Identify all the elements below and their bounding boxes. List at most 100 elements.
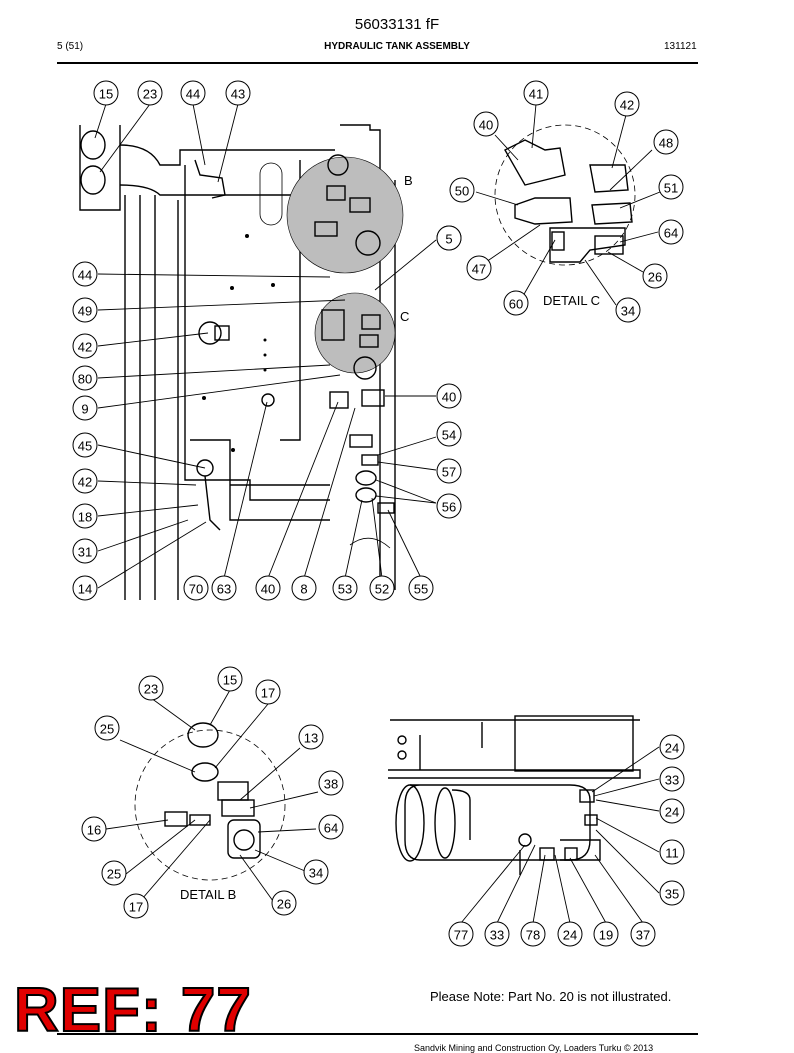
callout-number: 11 xyxy=(665,846,679,861)
callout-number: 35 xyxy=(665,887,679,902)
page-title: HYDRAULIC TANK ASSEMBLY xyxy=(324,41,470,52)
callout-number: 31 xyxy=(78,545,92,560)
callout-bubble xyxy=(123,893,149,919)
callout-bubble xyxy=(72,395,98,421)
callout-bubble xyxy=(466,255,492,281)
callout-number: 37 xyxy=(636,928,650,943)
callout-bubble xyxy=(436,421,462,447)
callout-number: 77 xyxy=(454,928,468,943)
note-text: Please Note: Part No. 20 is not illustra… xyxy=(430,989,672,1004)
callout-bubble xyxy=(225,80,251,106)
callout-bubble xyxy=(658,174,684,200)
callout-bubble xyxy=(484,921,510,947)
callout-number: 24 xyxy=(665,805,679,820)
callout-number: 25 xyxy=(107,867,121,882)
callout-number: 19 xyxy=(599,928,613,943)
callout-number: 34 xyxy=(309,866,323,881)
callout-bubble xyxy=(436,383,462,409)
callout-bubble xyxy=(72,365,98,391)
callout-number: 15 xyxy=(223,673,237,688)
callout-bubble xyxy=(318,814,344,840)
callout-bubble xyxy=(473,111,499,137)
callout-number: 48 xyxy=(659,136,673,151)
callout-number: 52 xyxy=(375,582,389,597)
callout-bubble xyxy=(255,679,281,705)
callout-bubble xyxy=(615,297,641,323)
lower-right-leaders xyxy=(460,746,660,924)
callout-bubble xyxy=(520,921,546,947)
detail-c-marker: C xyxy=(400,309,409,324)
callout-number: 9 xyxy=(81,402,88,417)
callout-number: 43 xyxy=(231,87,245,102)
callout-number: 5 xyxy=(445,232,452,247)
callout-number: 34 xyxy=(621,304,635,319)
callout-bubble xyxy=(211,575,237,601)
callout-number: 56 xyxy=(442,500,456,515)
callout-bubble xyxy=(72,261,98,287)
callout-number: 42 xyxy=(78,340,92,355)
callout-bubble xyxy=(659,766,685,792)
callout-number: 78 xyxy=(526,928,540,943)
callout-bubble xyxy=(332,575,358,601)
main-assembly-drawing xyxy=(79,124,404,600)
callout-bubble xyxy=(659,734,685,760)
detail-c-leaders xyxy=(475,103,661,306)
callout-bubble xyxy=(659,798,685,824)
callout-bubble xyxy=(271,890,297,916)
main-leaders xyxy=(94,103,437,589)
callout-bubble xyxy=(72,503,98,529)
lower-assembly-drawing xyxy=(388,715,641,875)
callout-number: 63 xyxy=(217,582,231,597)
callout-bubble xyxy=(448,921,474,947)
callout-bubble xyxy=(658,219,684,245)
callout-number: 18 xyxy=(78,510,92,525)
callout-number: 60 xyxy=(509,297,523,312)
callout-bubble xyxy=(659,880,685,906)
callout-bubble xyxy=(81,816,107,842)
document-code: 56033131 fF xyxy=(354,16,440,33)
callout-number: 51 xyxy=(664,181,678,196)
callout-number: 41 xyxy=(529,87,543,102)
detail-b-marker: B xyxy=(404,173,413,188)
callout-bubble xyxy=(408,575,434,601)
callout-number: 54 xyxy=(442,428,456,443)
callout-number: 8 xyxy=(300,582,307,597)
callout-number: 17 xyxy=(129,900,143,915)
callout-number: 16 xyxy=(87,823,101,838)
detail-c-drawing xyxy=(494,124,636,266)
callout-number: 26 xyxy=(277,897,291,912)
callout-bubble xyxy=(101,860,127,886)
callout-number: 40 xyxy=(479,118,493,133)
footer-text: Sandvik Mining and Construction Oy, Load… xyxy=(414,1043,654,1053)
callout-number: 23 xyxy=(143,87,157,102)
callout-number: 42 xyxy=(78,475,92,490)
callout-bubble xyxy=(630,921,656,947)
callout-number: 40 xyxy=(261,582,275,597)
callout-bubble xyxy=(642,263,668,289)
callout-bubble xyxy=(72,575,98,601)
callout-bubble xyxy=(318,770,344,796)
callout-bubble xyxy=(72,468,98,494)
callout-bubble xyxy=(180,80,206,106)
callout-number: 24 xyxy=(563,928,577,943)
callout-number: 14 xyxy=(78,582,92,597)
callout-number: 80 xyxy=(78,372,92,387)
callout-bubble xyxy=(436,458,462,484)
callout-bubble xyxy=(137,80,163,106)
callout-number: 24 xyxy=(665,741,679,756)
callout-bubble xyxy=(138,675,164,701)
callout-bubble xyxy=(449,177,475,203)
callout-number: 64 xyxy=(324,821,338,836)
detail-c-label: DETAIL C xyxy=(543,293,600,308)
callout-number: 44 xyxy=(186,87,200,102)
callout-number: 23 xyxy=(144,682,158,697)
ref-stamp: REF: 77 xyxy=(13,976,252,1045)
callout-bubble xyxy=(183,575,209,601)
document-date: 131121 xyxy=(664,41,697,52)
callout-bubble xyxy=(217,666,243,692)
callout-number: 33 xyxy=(665,773,679,788)
callout-bubble xyxy=(653,129,679,155)
callout-number: 26 xyxy=(648,270,662,285)
